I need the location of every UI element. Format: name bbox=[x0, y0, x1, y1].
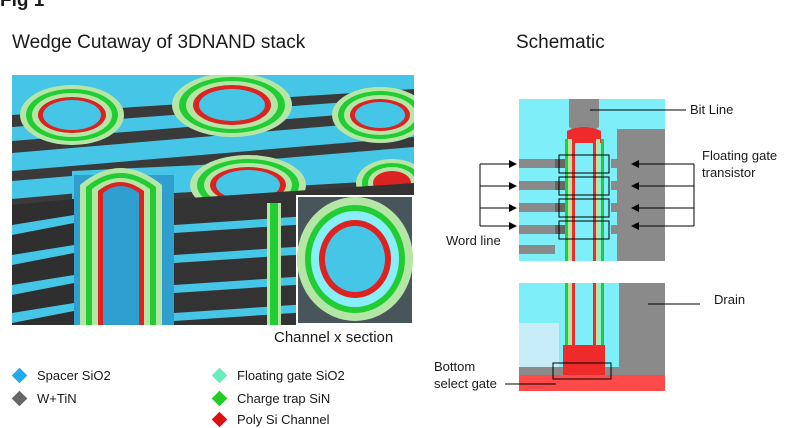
label-bit-line: Bit Line bbox=[690, 102, 733, 118]
label-floating-gate-line1: Floating gate bbox=[702, 148, 777, 164]
label-bottom-select-line1: Bottom bbox=[434, 359, 475, 375]
label-drain: Drain bbox=[714, 292, 745, 308]
label-word-line: Word line bbox=[446, 233, 501, 249]
label-bottom-select-line2: select gate bbox=[434, 376, 497, 392]
label-floating-gate-line2: transistor bbox=[702, 165, 755, 181]
